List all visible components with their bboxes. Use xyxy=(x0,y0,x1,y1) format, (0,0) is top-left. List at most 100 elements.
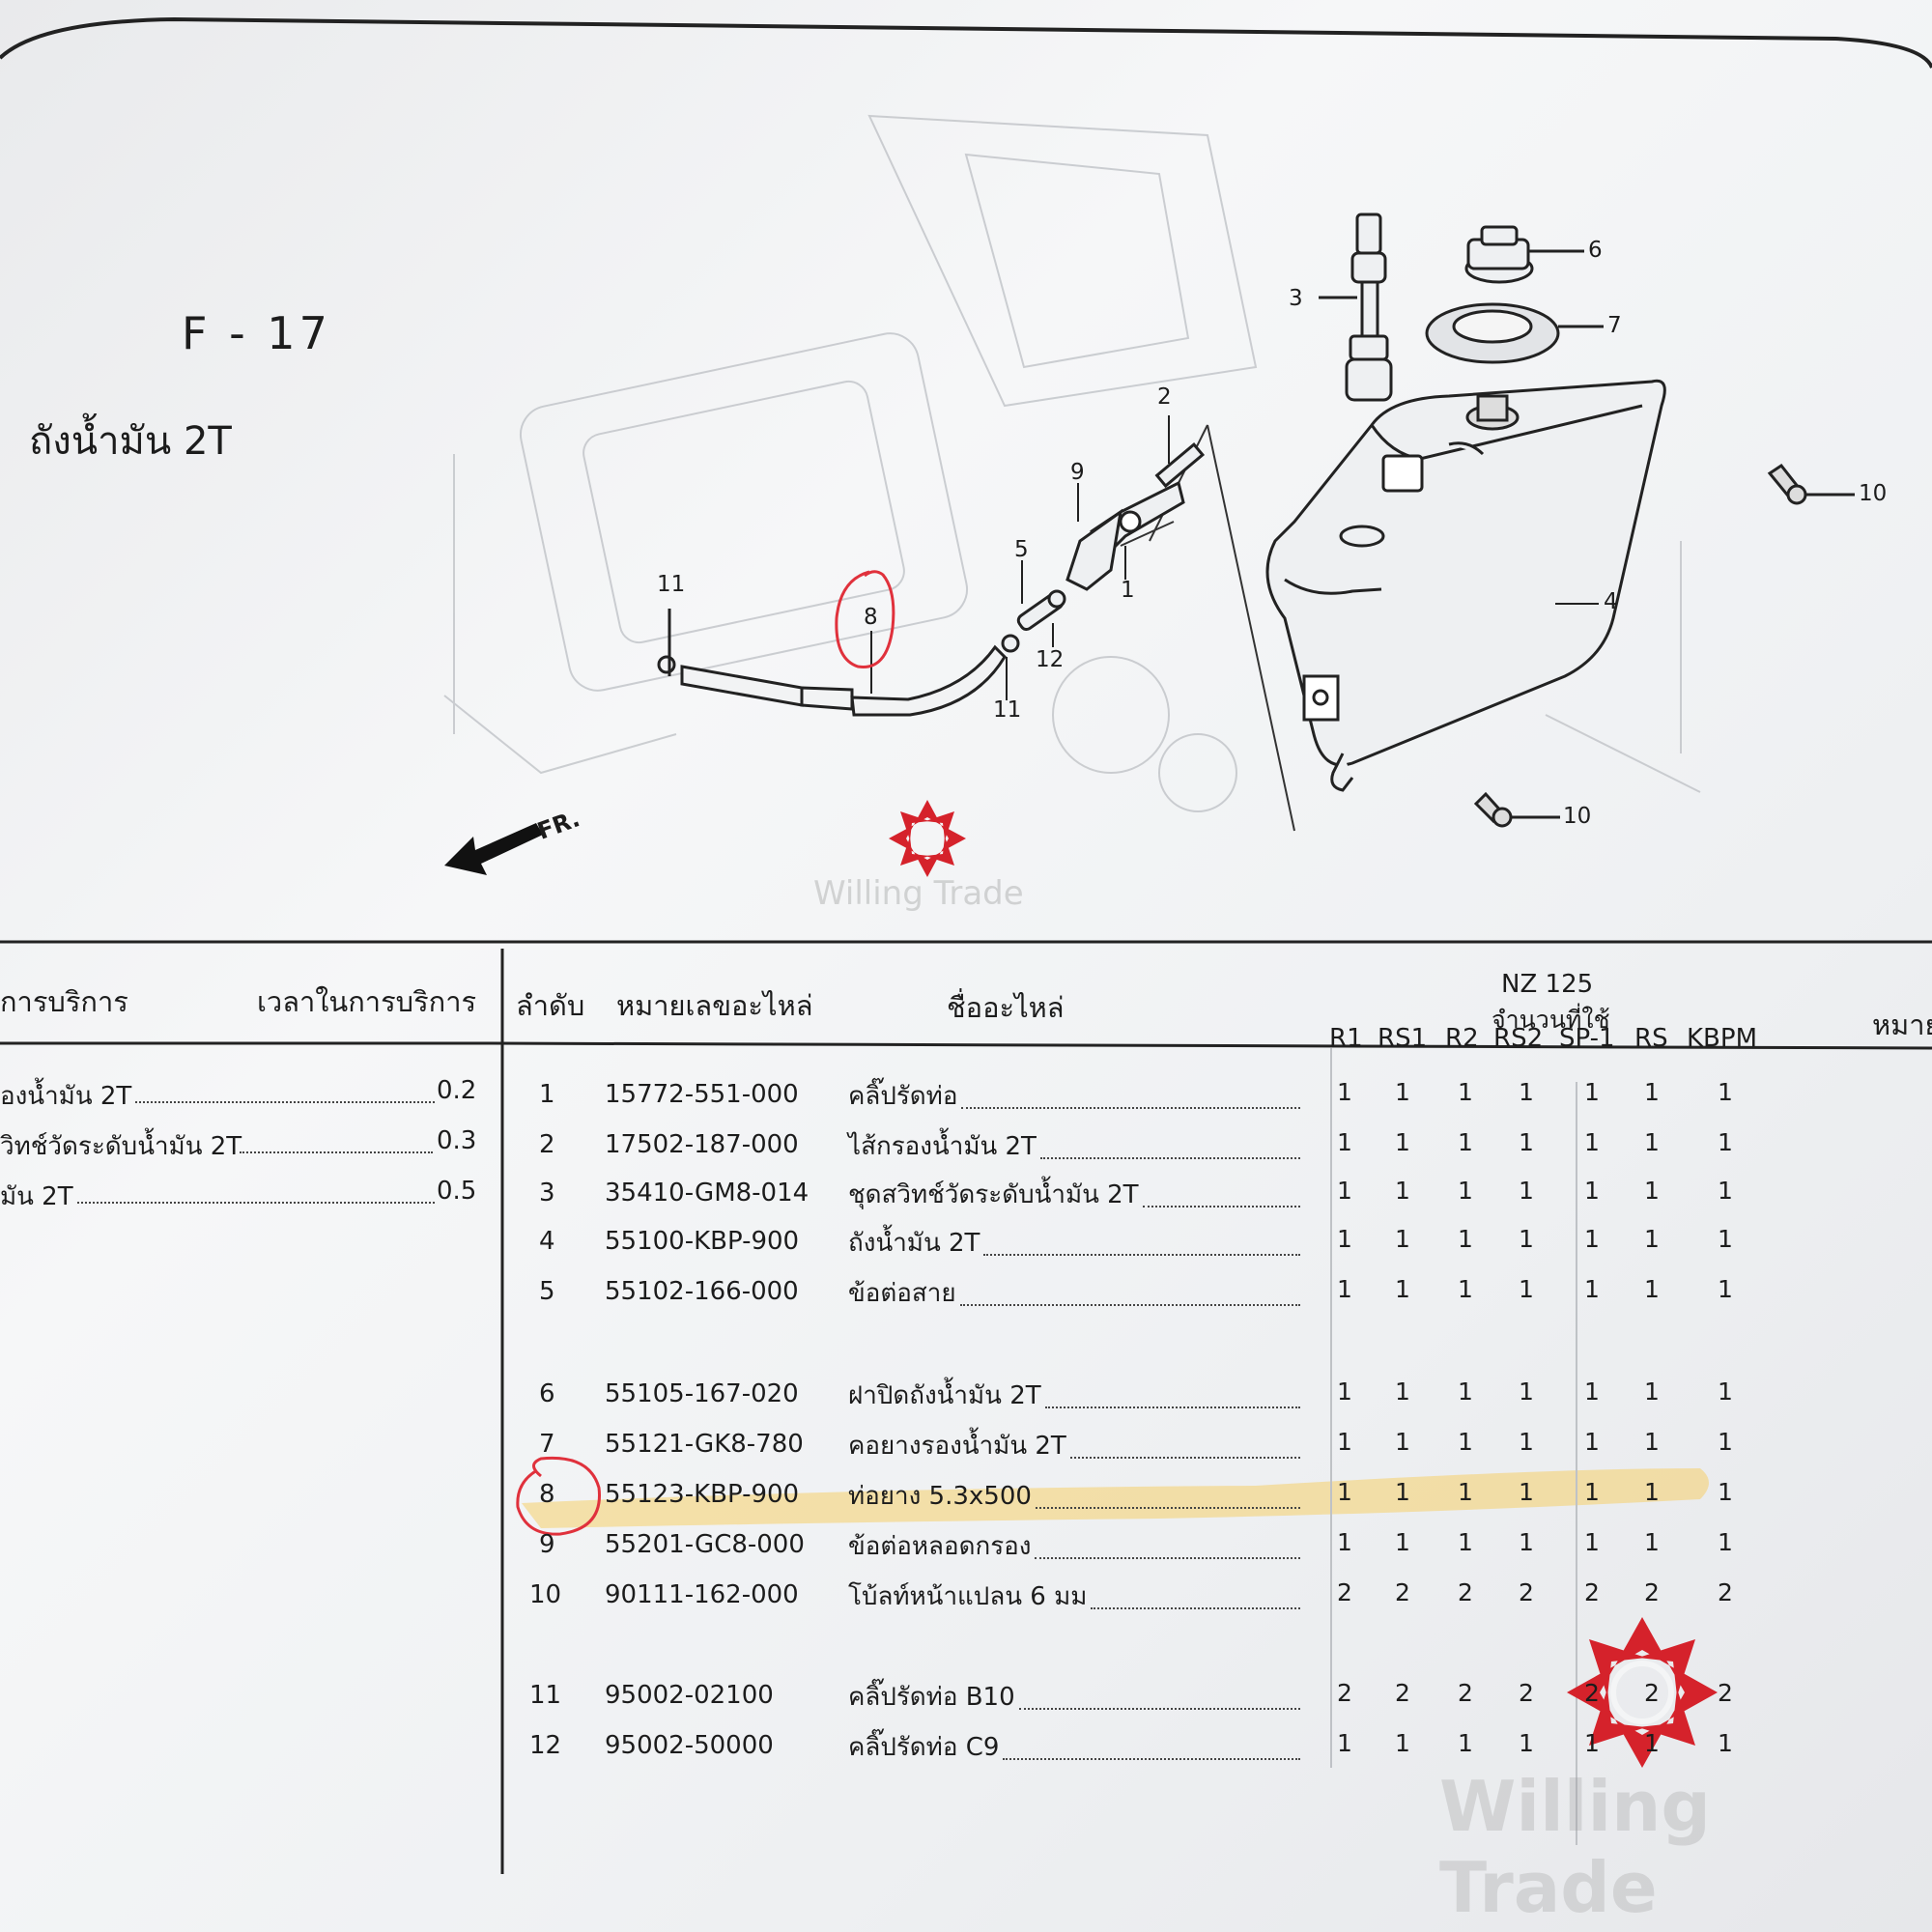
front-arrow-icon xyxy=(444,823,543,875)
figure-code: F - 17 xyxy=(182,307,331,359)
qty-cell: 2 xyxy=(1395,1578,1410,1606)
part-number: 55102-166-000 xyxy=(605,1277,799,1306)
callout-5: 5 xyxy=(1014,537,1029,562)
part-name: คลิ๊ปรัดท่อ xyxy=(848,1082,958,1111)
qty-cell: 1 xyxy=(1395,1428,1410,1456)
qty-cell: 1 xyxy=(1718,1177,1733,1205)
qty-cell: 1 xyxy=(1458,1428,1473,1456)
variant-header: RS2 xyxy=(1493,1024,1544,1053)
part-number: 55201-GC8-000 xyxy=(605,1530,805,1559)
leader-dots xyxy=(1036,1507,1300,1509)
leader-dots xyxy=(1035,1557,1300,1559)
qty-cell: 1 xyxy=(1519,1128,1534,1156)
service-row-name: วิทช์วัดระดับน้ำมัน 2T xyxy=(0,1132,242,1161)
qty-cell: 1 xyxy=(1337,1225,1352,1253)
qty-cell: 1 xyxy=(1458,1177,1473,1205)
model-name: NZ 125 xyxy=(1501,970,1594,999)
part-name: ถังน้ำมัน 2T xyxy=(848,1229,980,1258)
qty-cell: 1 xyxy=(1337,1177,1352,1205)
qty-cell: 2 xyxy=(1718,1679,1733,1707)
variant-header: KBPM xyxy=(1687,1024,1757,1053)
part-number: 55123-KBP-900 xyxy=(605,1480,800,1509)
callout-3: 3 xyxy=(1289,286,1303,311)
leader-dots xyxy=(983,1254,1300,1256)
qty-cell: 1 xyxy=(1337,1078,1352,1106)
leader-dots xyxy=(1003,1758,1300,1760)
qty-cell: 1 xyxy=(1644,1428,1660,1456)
qty-cell: 2 xyxy=(1584,1578,1600,1606)
part-row-no: 7 xyxy=(539,1430,555,1459)
qty-cell: 2 xyxy=(1337,1578,1352,1606)
brand-logo xyxy=(889,800,966,877)
part-name: ฝาปิดถังน้ำมัน 2T xyxy=(848,1381,1041,1410)
variant-header: RS xyxy=(1634,1024,1668,1053)
qty-cell: 1 xyxy=(1458,1729,1473,1757)
part-number: 55121-GK8-780 xyxy=(605,1430,804,1459)
part-name: ข้อต่อหลอดกรอง xyxy=(848,1532,1032,1561)
qty-cell: 1 xyxy=(1337,1128,1352,1156)
qty-cell: 1 xyxy=(1644,1078,1660,1106)
qty-cell: 2 xyxy=(1644,1578,1660,1606)
part-row-no: 1 xyxy=(539,1080,555,1109)
parts-header-partno: หมายเลขอะไหล่ xyxy=(616,989,813,1022)
qty-cell: 1 xyxy=(1584,1225,1600,1253)
qty-cell: 1 xyxy=(1337,1528,1352,1556)
qty-cell: 2 xyxy=(1395,1679,1410,1707)
variant-header: RS1 xyxy=(1378,1024,1428,1053)
qty-cell: 1 xyxy=(1337,1478,1352,1506)
part-number: 55105-167-020 xyxy=(605,1379,799,1408)
callout-9: 9 xyxy=(1070,460,1085,485)
callout-1: 1 xyxy=(1121,578,1135,603)
variant-header: R2 xyxy=(1445,1024,1479,1053)
watermark-text-large: Willing Trade xyxy=(1439,1766,1711,1928)
qty-cell: 1 xyxy=(1395,1378,1410,1406)
service-row-time: 0.3 xyxy=(437,1126,477,1155)
qty-cell: 1 xyxy=(1458,1275,1473,1303)
figure-title: ถังน้ำมัน 2T xyxy=(29,419,232,464)
qty-cell: 1 xyxy=(1718,1078,1733,1106)
part-row-no: 8 xyxy=(539,1480,555,1509)
row8-highlight xyxy=(522,1468,1709,1528)
qty-cell: 1 xyxy=(1395,1225,1410,1253)
qty-cell: 1 xyxy=(1644,1729,1660,1757)
part-row-no: 4 xyxy=(539,1227,555,1256)
callout-10: 10 xyxy=(1859,481,1888,506)
leader-dots xyxy=(1019,1708,1300,1710)
variant-header: SP-1 xyxy=(1559,1024,1615,1053)
qty-cell: 1 xyxy=(1458,1225,1473,1253)
qty-cell: 1 xyxy=(1718,1378,1733,1406)
part-number: 55100-KBP-900 xyxy=(605,1227,800,1256)
part-number: 17502-187-000 xyxy=(605,1130,799,1159)
qty-cell: 1 xyxy=(1718,1729,1733,1757)
qty-cell: 1 xyxy=(1519,1078,1534,1106)
hose-circle-annotation xyxy=(835,570,895,668)
qty-cell: 1 xyxy=(1395,1478,1410,1506)
qty-cell: 1 xyxy=(1458,1078,1473,1106)
qty-cell: 1 xyxy=(1644,1478,1660,1506)
qty-cell: 1 xyxy=(1395,1128,1410,1156)
qty-cell: 1 xyxy=(1584,1528,1600,1556)
qty-cell: 1 xyxy=(1584,1729,1600,1757)
qty-cell: 1 xyxy=(1519,1225,1534,1253)
qty-cell: 1 xyxy=(1644,1128,1660,1156)
qty-cell: 1 xyxy=(1584,1428,1600,1456)
qty-cell: 1 xyxy=(1337,1275,1352,1303)
part-name: ไส้กรองน้ำมัน 2T xyxy=(848,1132,1037,1161)
qty-cell: 2 xyxy=(1337,1679,1352,1707)
leader-dots xyxy=(1045,1406,1300,1408)
service-row-name: องน้ำมัน 2T xyxy=(0,1082,132,1111)
leader-dots xyxy=(961,1107,1300,1109)
part-row-no: 9 xyxy=(539,1530,555,1559)
qty-cell: 1 xyxy=(1519,1528,1534,1556)
parts-header-no: ลำดับ xyxy=(516,989,585,1022)
callout-6: 6 xyxy=(1588,238,1603,263)
service-time-header: เวลาในการบริการ xyxy=(257,985,477,1018)
part-row-no: 12 xyxy=(529,1731,562,1760)
part-number: 95002-50000 xyxy=(605,1731,774,1760)
qty-cell: 1 xyxy=(1718,1428,1733,1456)
part-name: โบ้ลท์หน้าแปลน 6 มม xyxy=(848,1582,1088,1611)
leader-dots xyxy=(1091,1607,1300,1609)
qty-cell: 1 xyxy=(1718,1128,1733,1156)
